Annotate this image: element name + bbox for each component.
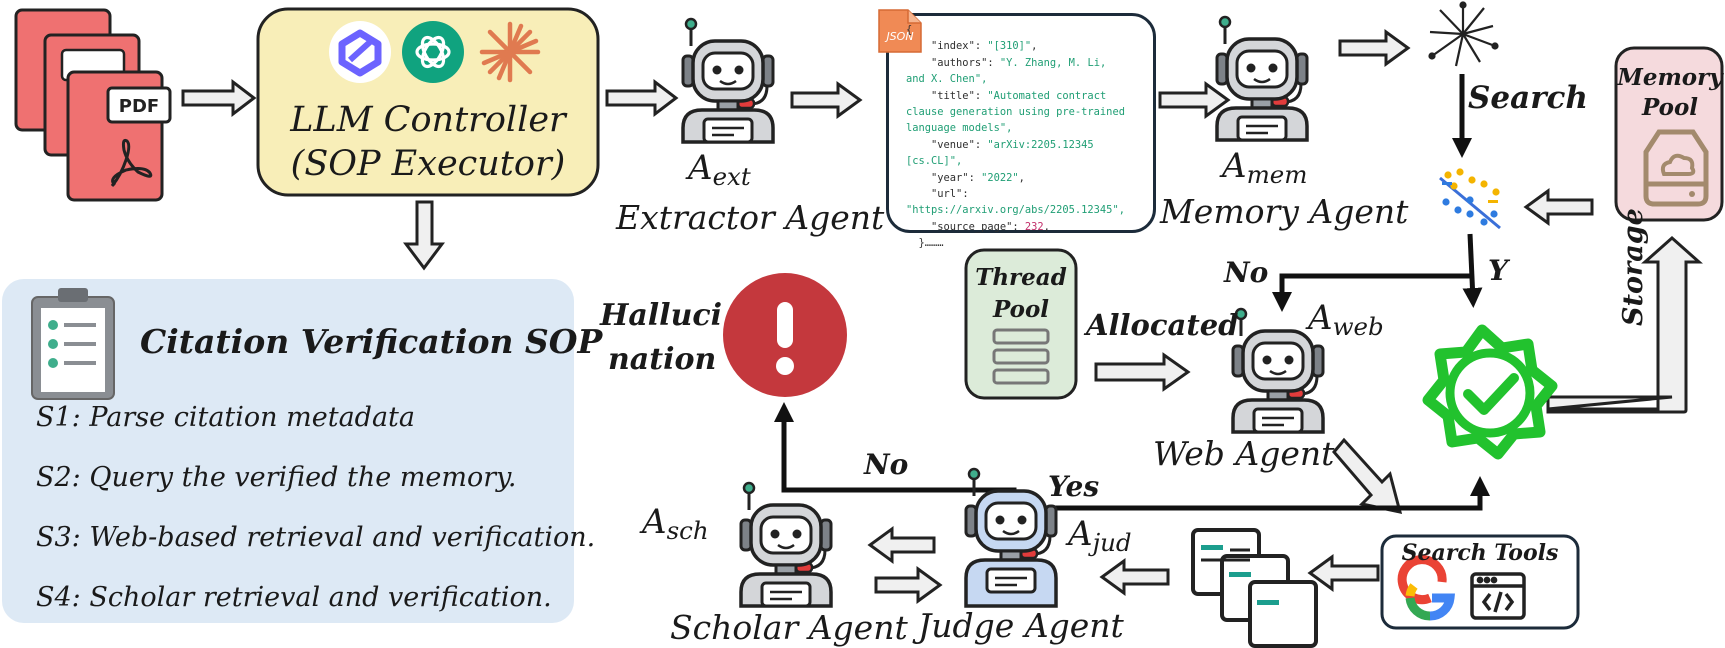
label-hallucination-2: nation xyxy=(608,342,717,377)
pdf-page-front: PDF xyxy=(66,70,172,202)
json-line: "year": "2022", xyxy=(931,171,1025,184)
json-badge-label: JSON xyxy=(884,30,913,43)
judge-agent-symbol: Ajud xyxy=(1068,514,1132,558)
sop-step-4: S4: Scholar retrieval and verification. xyxy=(36,582,552,613)
memory-agent-symbol: Amem xyxy=(1222,146,1308,190)
label-no-bottom: No xyxy=(864,448,909,481)
controller-title-line1: LLM Controller xyxy=(290,100,566,140)
sop-step-3: S3: Web-based retrieval and verification… xyxy=(36,522,596,553)
scholar-agent-name: Scholar Agent xyxy=(670,608,908,647)
verified-check-icon xyxy=(1422,324,1558,460)
label-search: Search xyxy=(1468,80,1588,116)
arrow-controller-to-sop xyxy=(403,200,445,271)
arrow-controller-to-extractor xyxy=(605,78,679,118)
scholar-robot-icon xyxy=(739,481,833,608)
extractor-agent-name: Extractor Agent xyxy=(616,198,885,237)
controller-title-line2: (SOP Executor) xyxy=(290,144,566,184)
arrow-pdf-to-controller xyxy=(181,78,257,118)
openai-logo-icon xyxy=(402,21,464,83)
google-logo-icon xyxy=(1397,555,1455,621)
block-arrows xyxy=(181,29,1703,604)
json-line: "venue": "arXiv:2205.12345 xyxy=(931,138,1094,151)
json-line: [cs.CL]", xyxy=(906,155,963,168)
code-window-icon xyxy=(1470,572,1526,620)
json-line: { xyxy=(906,24,913,36)
web-agent-symbol: Aweb xyxy=(1308,298,1384,342)
arrow-memory-to-search xyxy=(1338,29,1411,67)
arrow-scholar-to-judge xyxy=(874,566,943,604)
label-yes: Yes xyxy=(1048,470,1100,503)
label-storage: Storage xyxy=(1618,208,1649,326)
claude-logo-icon xyxy=(329,21,391,83)
sop-step-2: S2: Query the verified the memory. xyxy=(36,462,517,493)
search-network-icon xyxy=(1428,1,1499,67)
json-line: "index": "[310]", xyxy=(931,40,1038,53)
label-y: Y xyxy=(1488,254,1508,287)
arrow-results-to-judge xyxy=(1099,558,1170,596)
scholar-agent-symbol: Asch xyxy=(642,502,709,546)
json-line: }……… xyxy=(906,237,944,250)
arrow-tools-to-results xyxy=(1307,554,1380,592)
pdf-stack: PDF xyxy=(14,8,172,202)
label-allocated: Allocated xyxy=(1086,308,1239,342)
json-content: { "index": "[310]", "authors": "Y. Zhang… xyxy=(906,22,1125,252)
search-results-docs-icon xyxy=(1191,528,1318,648)
thread-pool-box xyxy=(964,248,1078,400)
thread-pool-label-2: Pool xyxy=(992,296,1050,323)
flow-lines xyxy=(774,74,1490,511)
judge-robot-icon xyxy=(964,467,1058,608)
json-line: "url": xyxy=(931,188,969,201)
search-tools-title: Search Tools xyxy=(1401,540,1559,566)
json-line: "source_page": 232, xyxy=(931,220,1050,233)
arrow-judge-to-check-yes xyxy=(1014,476,1490,511)
sop-title: Citation Verification SOP xyxy=(140,322,603,361)
arrow-filter-to-web-no xyxy=(1272,273,1470,312)
pdf-label: PDF xyxy=(119,96,159,117)
json-line: and X. Chen", xyxy=(906,73,988,86)
web-agent-name: Web Agent xyxy=(1153,434,1335,473)
extractor-agent-symbol: Aext xyxy=(688,148,751,192)
filter-match-icon xyxy=(1439,168,1501,230)
arrow-filter-down-yes xyxy=(1462,233,1483,308)
memory-agent-name: Memory Agent xyxy=(1160,192,1409,231)
extractor-robot-icon xyxy=(681,17,775,144)
search-tools-box xyxy=(1380,534,1580,630)
arrow-pool-to-filter xyxy=(1523,188,1594,226)
arrow-extractor-to-json xyxy=(790,81,863,119)
json-line: "title": "Automated contract xyxy=(931,89,1107,102)
anthropic-burst-icon xyxy=(479,21,541,83)
json-file-icon: JSON xyxy=(878,9,922,53)
json-line: "https://arxiv.org/abs/2205.12345", xyxy=(906,204,1125,217)
json-line: "authors": "Y. Zhang, M. Li, xyxy=(931,56,1107,69)
judge-agent-name: Judge Agent xyxy=(918,606,1124,645)
label-no-top: No xyxy=(1224,256,1269,289)
memory-pool-label-1: Memory xyxy=(1617,64,1723,91)
json-line: clause generation using pre-trained xyxy=(906,106,1125,119)
cloud-drive-icon xyxy=(1643,129,1709,207)
acrobat-icon xyxy=(110,138,153,187)
memory-pool-label-2: Pool xyxy=(1641,94,1699,121)
arrow-judge-to-scholar xyxy=(867,526,936,564)
thread-pool-label-1: Thread xyxy=(975,264,1067,291)
hallucination-alert-icon xyxy=(723,273,847,397)
sop-step-1: S1: Parse citation metadata xyxy=(36,402,416,433)
label-hallucination-1: Halluci xyxy=(600,298,723,333)
clipboard-checklist-icon xyxy=(31,288,115,400)
memory-robot-icon xyxy=(1215,15,1309,142)
arrow-json-to-memory xyxy=(1158,81,1231,119)
memory-pool-box xyxy=(1614,46,1724,222)
json-metadata-box xyxy=(886,13,1156,233)
json-line: language models", xyxy=(906,122,1013,135)
arrow-web-to-tools xyxy=(1332,437,1403,514)
arrow-threadpool-to-web xyxy=(1094,352,1191,392)
arrow-check-to-storage xyxy=(1546,235,1703,414)
